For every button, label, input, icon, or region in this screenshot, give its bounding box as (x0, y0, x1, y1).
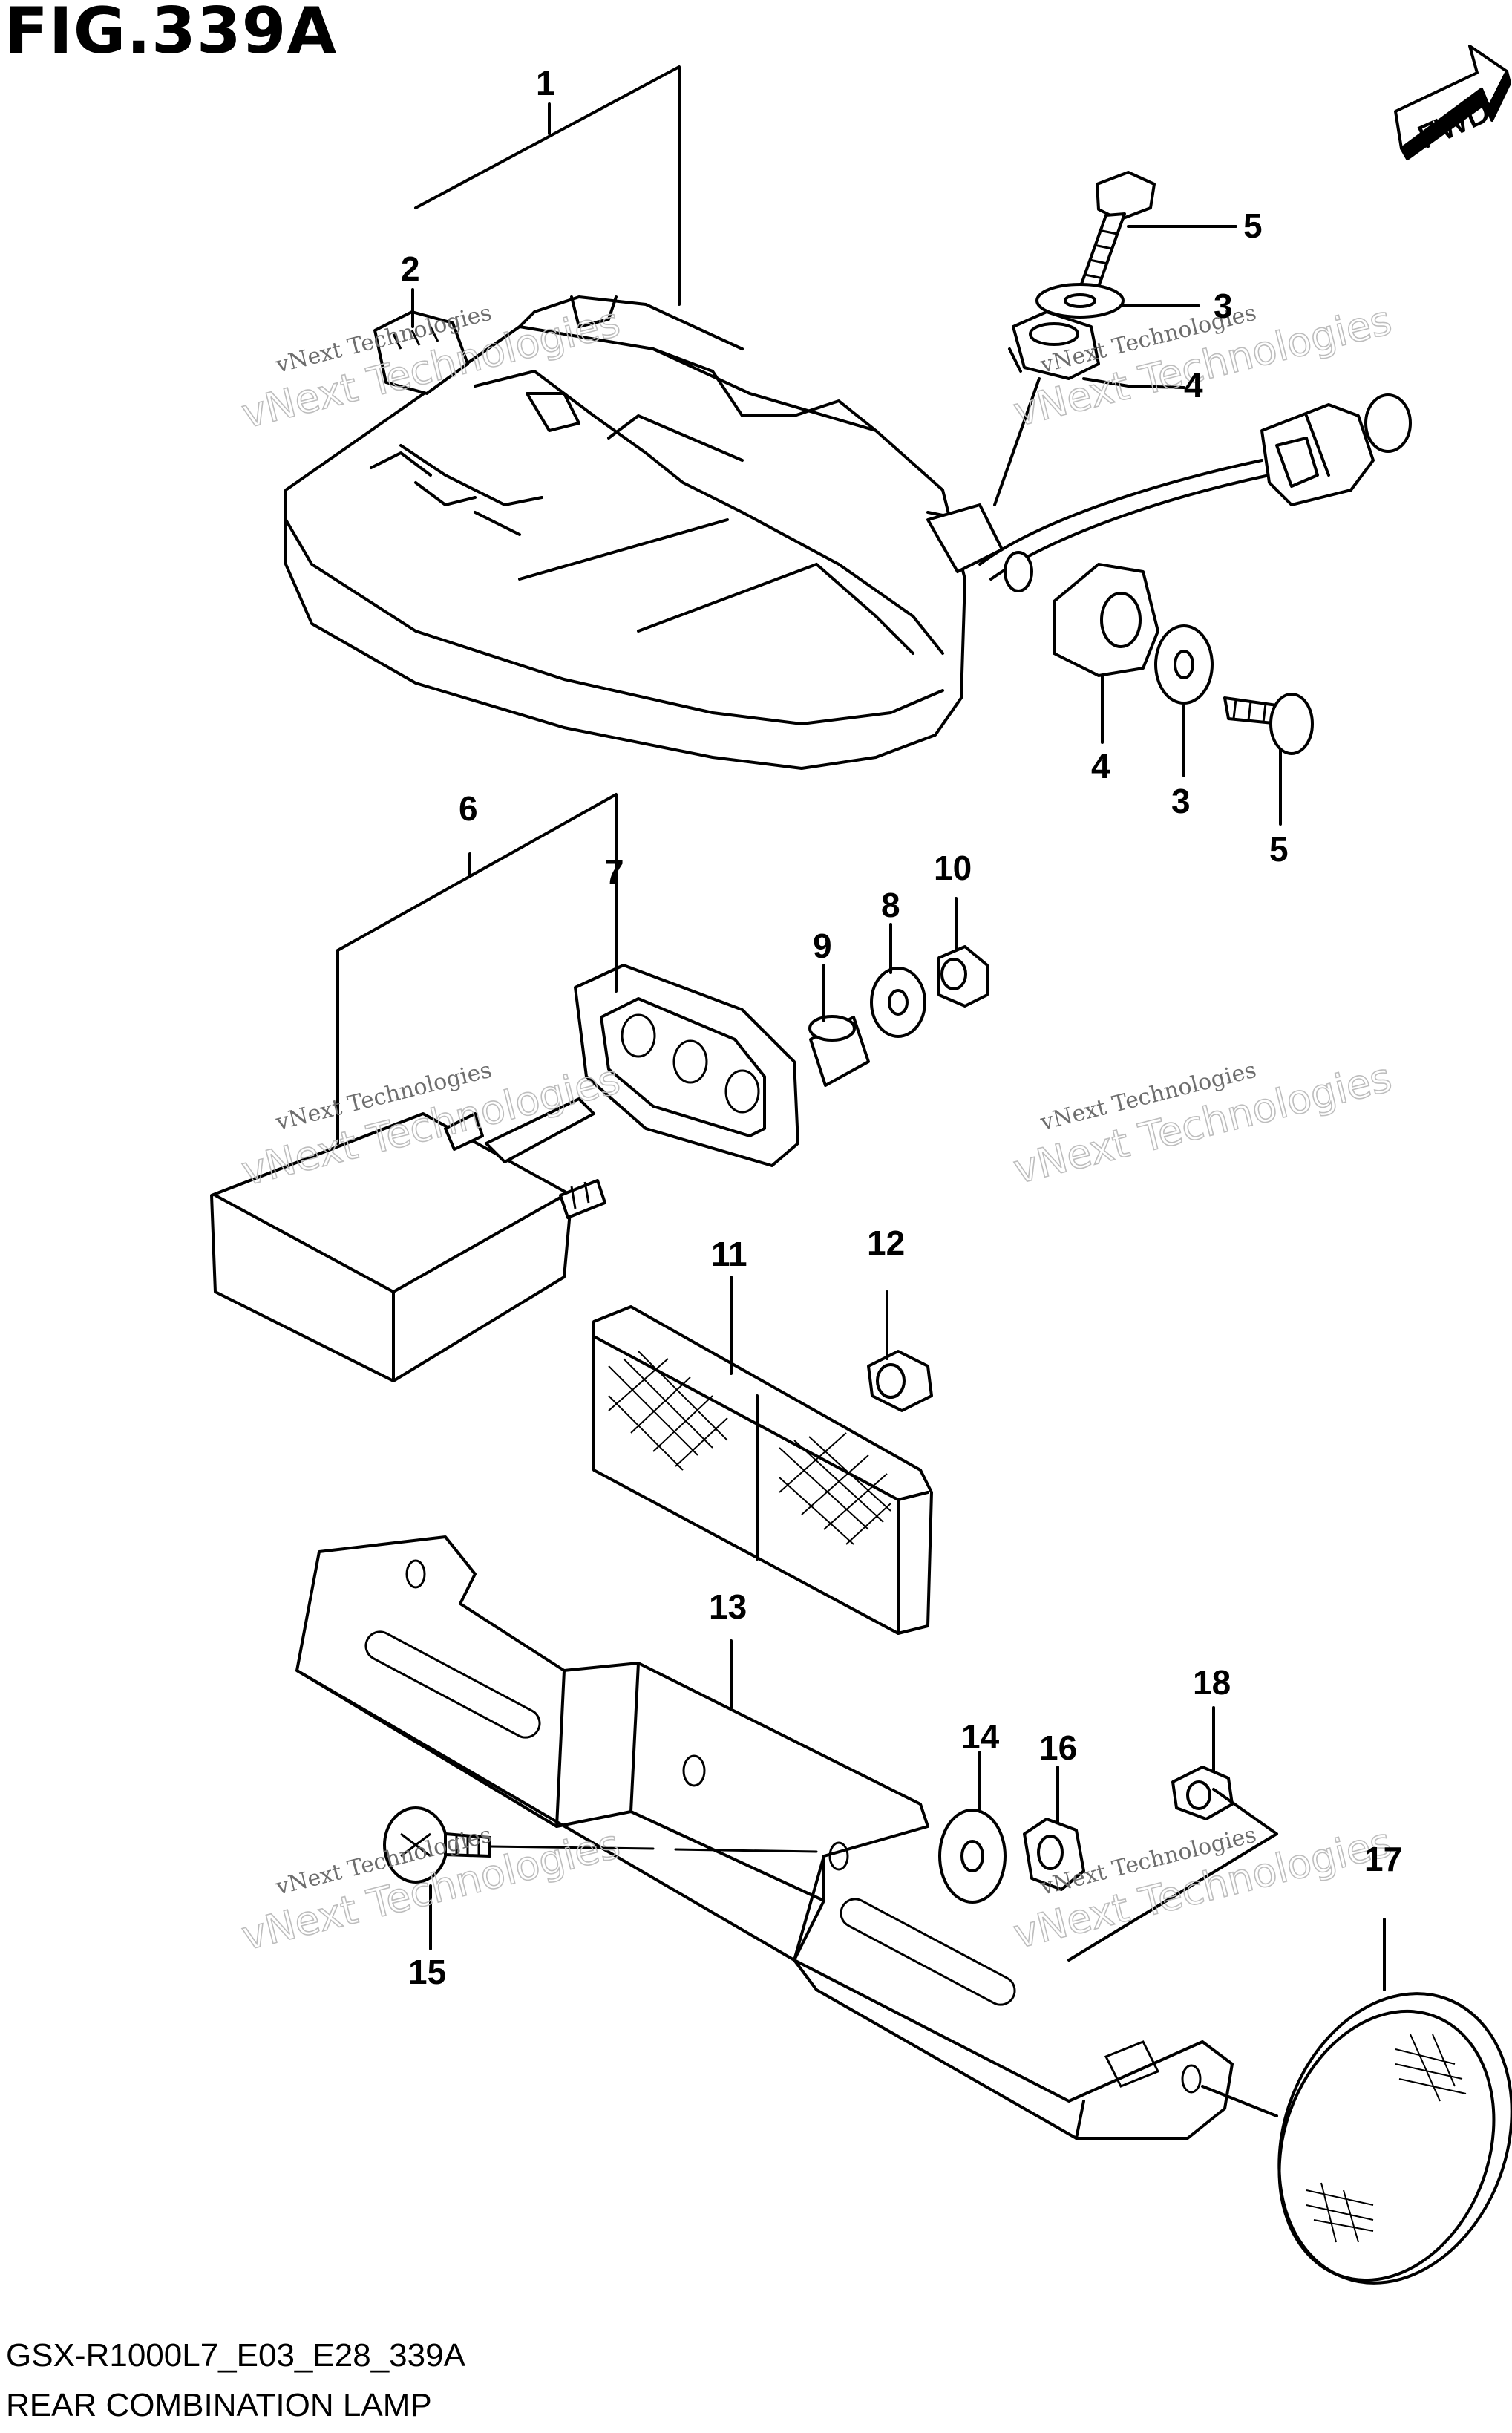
part-4-grommet-right (1053, 563, 1159, 677)
part-10-nut (937, 945, 989, 1008)
part-label: 7 (605, 852, 624, 891)
part-8-washer (870, 967, 926, 1038)
part-label: 3 (1214, 287, 1233, 325)
part-label: 17 (1364, 1840, 1402, 1878)
part-label: 14 (961, 1717, 1000, 1756)
part-label: 6 (459, 789, 478, 828)
tail-lamp-housing (284, 295, 974, 770)
part-5-screw-top (1075, 171, 1156, 300)
part-6-license-lamp (210, 1097, 606, 1382)
part-label: 4 (1091, 747, 1110, 786)
part-label: 3 (1171, 782, 1191, 820)
part-13-bracket (295, 1535, 1234, 2140)
part-12-nut (867, 1350, 933, 1412)
part-11-reflector (592, 1305, 933, 1635)
part-label: 12 (867, 1224, 905, 1262)
part-3-washer-top (1035, 283, 1125, 319)
part-18-nut (1171, 1766, 1234, 1820)
part-label: 2 (401, 249, 420, 288)
part-label: 5 (1243, 206, 1263, 245)
part-label: 8 (881, 886, 900, 924)
part-label: 9 (813, 927, 832, 965)
part-17-round-reflector (1277, 1992, 1512, 2285)
figure-title: FIG.339A (4, 0, 338, 68)
fwd-arrow-icon: FWD (1394, 45, 1511, 160)
part-label: 18 (1193, 1663, 1231, 1702)
part-label: 16 (1039, 1728, 1077, 1767)
part-15-screw (383, 1806, 491, 1884)
model-code: GSX-R1000L7_E03_E28_339A (6, 2337, 465, 2374)
part-label: 10 (934, 849, 972, 887)
part-3-washer-right (1154, 624, 1214, 705)
leader-lines (336, 65, 1386, 2117)
lamp-wire-harness (926, 393, 1412, 592)
part-7-gasket (574, 964, 799, 1167)
part-number-labels: 1 2 3 4 5 4 3 5 6 7 8 9 10 11 12 13 14 1… (401, 64, 1402, 1991)
part-label: 13 (709, 1587, 747, 1626)
part-label: 5 (1269, 830, 1289, 869)
part-label: 11 (711, 1235, 747, 1273)
part-16-nut (1023, 1818, 1085, 1891)
part-5-screw-right (1223, 693, 1314, 755)
part-label: 15 (408, 1953, 446, 1991)
watermark-4: vNext Technologies vNext Technologies (1008, 1054, 1396, 1194)
figure-caption: REAR COMBINATION LAMP (6, 2387, 432, 2423)
part-label: 1 (536, 64, 555, 102)
part-14-washer (938, 1809, 1007, 1904)
part-4-grommet-top (1008, 310, 1100, 380)
part-label: 4 (1184, 366, 1203, 405)
part-9-collar (808, 1015, 870, 1087)
